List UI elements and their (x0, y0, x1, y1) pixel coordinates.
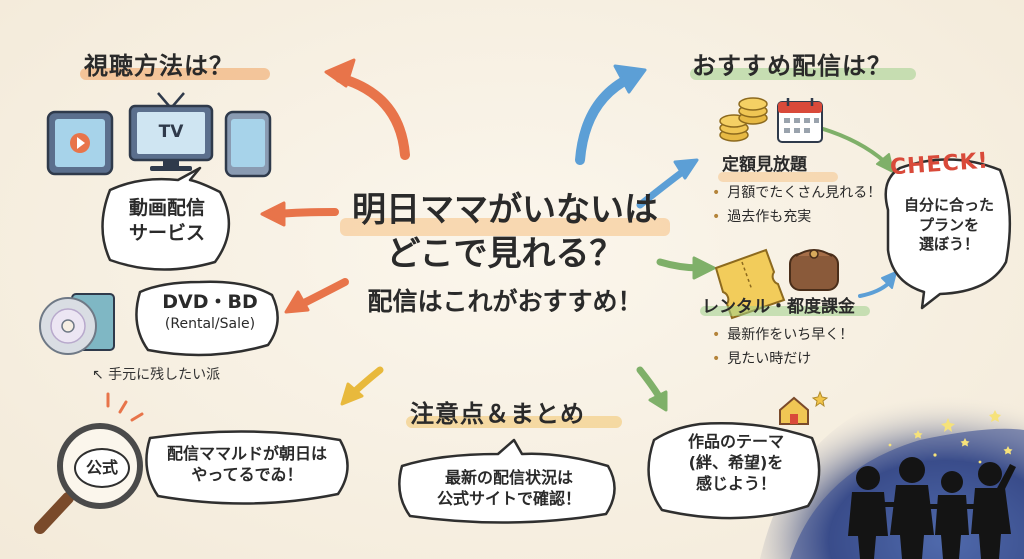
official-badge: 公式 (74, 448, 130, 488)
keep-note: ↖ 手元に残したい派 (92, 367, 221, 383)
viewing-heading: 視聴方法は？ (84, 52, 234, 80)
flow-arrows (260, 58, 897, 412)
ticket-icon (714, 248, 786, 320)
coins-icon (719, 97, 768, 142)
wallet-icon (789, 249, 839, 291)
notes-heading: 注意点＆まとめ (410, 400, 585, 428)
tv-icon (128, 92, 214, 171)
center-title-line2: どこで見れる？ (386, 234, 624, 274)
streaming-line2: サービス (128, 221, 205, 244)
heading-highlight (690, 68, 916, 80)
theme-line2: (絆、希望)を (688, 452, 784, 472)
check-line3: 選ぼう！ (918, 235, 979, 253)
calendar-icon (777, 98, 823, 143)
latest-bubble-text: 最新の配信状況は 公式サイトで確認！ (404, 468, 614, 510)
check-line2: プランを (918, 215, 979, 234)
recommend-heading: おすすめ配信は？ (692, 52, 892, 80)
smartphone-icon (224, 110, 272, 178)
rental-bullet: 見たい時だけ (712, 348, 811, 368)
flatrate-bullet: 月額でたくさん見れる！ (712, 182, 881, 202)
mamarudo-line1: 配信ママルドが朝日は (166, 444, 327, 463)
center-title-line1: 明日ママがいないは (352, 190, 658, 230)
flatrate-title: 定額見放題 (722, 155, 807, 175)
streaming-bubble-text: 動画配信 サービス (112, 196, 222, 245)
children-silhouette-icon (848, 457, 1016, 559)
mamarudo-bubble-text: 配信ママルドが朝日は やってるでゐ！ (152, 444, 342, 486)
tv-screen-label: TV (158, 122, 184, 142)
flatrate-bullet: 過去作も充実 (712, 206, 811, 226)
heading-highlight (406, 416, 622, 428)
subheading-highlight (718, 172, 838, 182)
dvd-bubble-text: DVD・BD (Rental/Sale) (142, 290, 278, 333)
latest-line1: 最新の配信状況は (444, 468, 573, 487)
rental-title: レンタル・都度課金 (702, 297, 855, 317)
streaming-line1: 動画配信 (128, 197, 205, 219)
dvd-line2: (Rental/Sale) (164, 315, 256, 332)
mamarudo-line2: やってるでゐ！ (191, 464, 303, 484)
heading-highlight (80, 68, 270, 80)
rental-bullet: 最新作をいち早く！ (712, 324, 853, 344)
dvd-icon (39, 293, 115, 355)
center-title: 明日ママがいないは どこで見れる？ 配信はこれがおすすめ！ (330, 188, 680, 322)
latest-line2: 公式サイトで確認！ (436, 488, 581, 508)
subheading-highlight (700, 306, 870, 316)
tablet-icon (46, 110, 114, 176)
dvd-line1: DVD・BD (162, 291, 258, 313)
center-subtitle: 配信はこれがおすすめ！ (367, 287, 643, 316)
house-icon (779, 396, 809, 425)
theme-line1: 作品のテーマ (687, 432, 784, 451)
theme-bubble-text: 作品のテーマ (絆、希望)を 感じよう！ (668, 432, 804, 494)
title-highlight (340, 218, 670, 236)
check-line1: 自分に合った (903, 196, 994, 214)
check-bubble-text: 自分に合った プランを 選ぼう！ (892, 196, 1006, 255)
theme-line3: 感じよう！ (695, 473, 776, 493)
